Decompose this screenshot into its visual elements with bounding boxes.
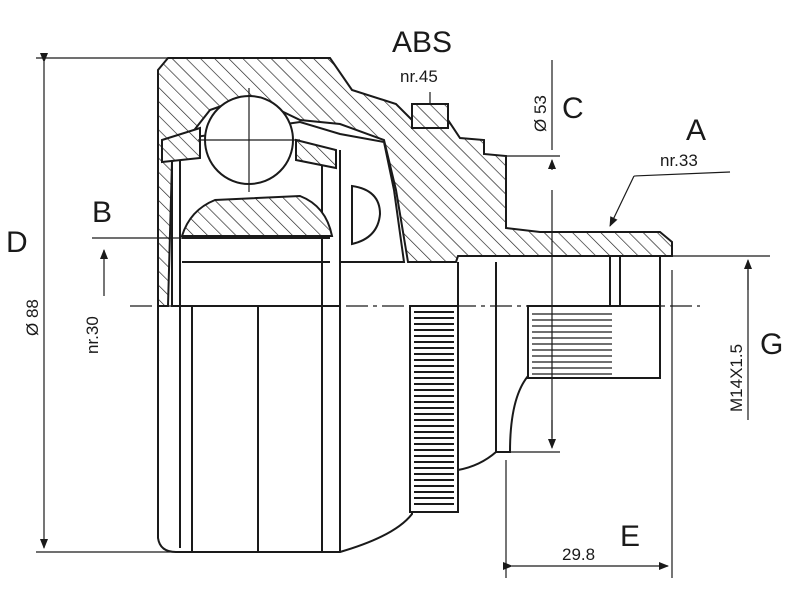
label-a-nr: nr.33 — [660, 151, 698, 170]
label-abs: ABS — [392, 26, 452, 59]
housing-lower — [157, 306, 413, 553]
label-a: A — [686, 114, 706, 147]
abs-ring — [409, 305, 459, 513]
label-c: C — [562, 92, 584, 125]
dimension-d — [36, 53, 176, 553]
label-b: B — [92, 196, 112, 229]
label-c-dim: Ø 53 — [531, 95, 550, 132]
housing-upper-section — [157, 57, 673, 307]
label-abs-nr: nr.45 — [400, 67, 438, 86]
splined-stub — [527, 305, 661, 379]
dimension-g — [660, 255, 770, 420]
dimension-e — [503, 270, 673, 578]
label-g: G — [760, 328, 783, 361]
label-e-dim: 29.8 — [562, 545, 595, 564]
label-d-dim: Ø 88 — [23, 299, 42, 336]
leader-a — [609, 171, 731, 227]
dimension-b — [92, 237, 182, 296]
label-b-nr: nr.30 — [83, 316, 102, 354]
dimension-c — [506, 60, 560, 453]
label-d: D — [6, 226, 28, 259]
label-g-dim: M14X1.5 — [727, 344, 746, 412]
label-e: E — [620, 520, 640, 553]
